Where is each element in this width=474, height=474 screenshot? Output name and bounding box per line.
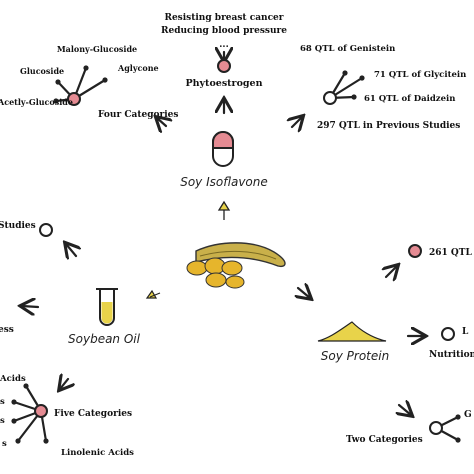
arrow-up-isoflavone — [217, 200, 231, 220]
acids-label: Acids — [0, 374, 26, 384]
arrow-to-soy-protein — [298, 288, 310, 298]
arrow-to-four-categories — [157, 118, 166, 126]
four-categories-label: Four Categories — [98, 110, 178, 120]
acetyl-glucoside-label: Acetly-Glucoside — [0, 97, 73, 107]
arrow-left-middle — [22, 306, 40, 307]
nutrition-node — [441, 327, 455, 341]
qtl-genistein-label: 68 QTL of Genistein — [300, 44, 395, 54]
arrow-to-studies — [66, 244, 76, 256]
two-categories-label: Two Categories — [346, 435, 423, 445]
five-categories-cluster — [11, 383, 49, 444]
phytoestrogen-label: Phytoestrogen — [185, 78, 262, 89]
studies-node — [39, 223, 53, 237]
studies-label: Studies — [0, 221, 36, 231]
arrow-to-qtl — [292, 117, 302, 127]
soy-isoflavone-label: Soy Isoflavone — [180, 175, 268, 189]
qtl-glycitein-label: 71 QTL of Glycitein — [374, 70, 466, 80]
arrow-to-five-categories — [60, 379, 68, 389]
g-label: G — [464, 410, 472, 420]
effect-breast-cancer: Resisting breast cancer — [164, 13, 283, 23]
aglycone-label: Aglycone — [117, 63, 159, 73]
ess-label: ess — [0, 325, 14, 335]
qtl-previous-label: 297 QTL in Previous Studies — [317, 121, 460, 131]
test-tube-icon — [96, 288, 118, 326]
qtl-261-node — [408, 244, 422, 258]
soybean-pod-icon — [186, 242, 286, 289]
soy-protein-label: Soy Protein — [321, 349, 389, 363]
effect-ellipsis: ... — [219, 40, 228, 50]
protein-powder-icon — [317, 321, 387, 342]
four-categories-cluster — [53, 65, 108, 106]
linolenic-acids-label: Linolenic Acids — [61, 448, 134, 458]
s-label-3: s — [2, 439, 7, 449]
phytoestrogen-node — [217, 59, 231, 73]
nutrition-label: Nutrition — [429, 350, 474, 360]
arrow-to-261-qtl — [386, 266, 397, 277]
two-categories-cluster — [429, 414, 461, 443]
arrow-to-two-categories — [399, 405, 411, 415]
s-label-2: s — [0, 416, 5, 426]
pill-icon — [212, 131, 234, 167]
s-label-1: s — [0, 397, 5, 407]
qtl-261-label: 261 QTL — [429, 248, 472, 258]
glucoside-label: Glucoside — [20, 66, 64, 76]
qtl-daidzein-label: 61 QTL of Daidzein — [364, 94, 455, 104]
soybean-oil-label: Soybean Oil — [68, 332, 141, 346]
qtl-cluster — [323, 70, 365, 105]
five-categories-label: Five Categories — [54, 409, 132, 419]
l-label: L — [462, 327, 469, 337]
malonyl-glucoside-label: Malony-Glucoside — [57, 44, 137, 54]
arrow-to-soybean-oil — [145, 289, 161, 299]
effect-blood-pressure: Reducing blood pressure — [161, 26, 287, 36]
